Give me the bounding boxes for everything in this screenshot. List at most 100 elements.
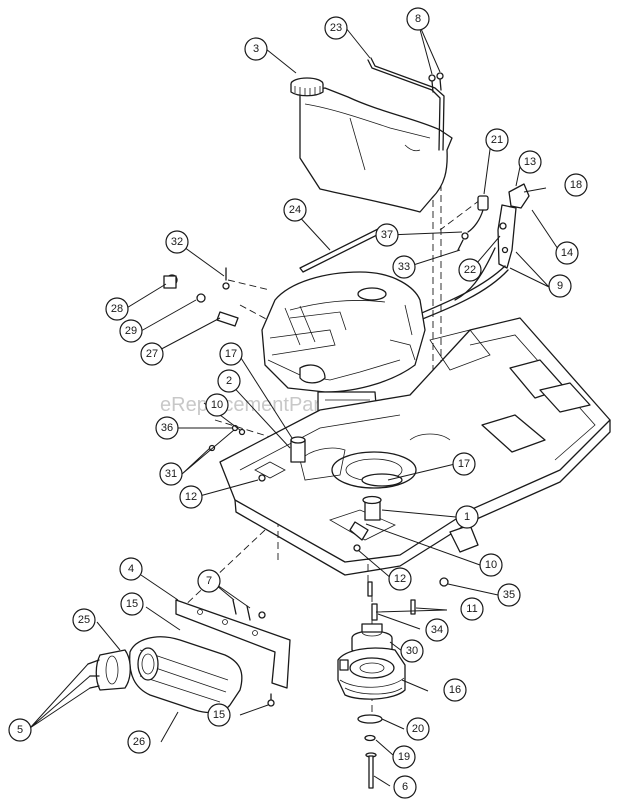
svg-text:14: 14 bbox=[561, 247, 573, 259]
svg-text:35: 35 bbox=[503, 589, 515, 601]
svg-text:5: 5 bbox=[17, 724, 23, 736]
callout: 18 bbox=[564, 173, 588, 197]
callout: 35 bbox=[497, 583, 521, 607]
muffler-screw bbox=[267, 693, 275, 707]
callout: 14 bbox=[555, 241, 579, 265]
svg-text:23: 23 bbox=[330, 22, 342, 34]
svg-text:21: 21 bbox=[491, 134, 503, 146]
svg-text:24: 24 bbox=[289, 204, 301, 216]
callout: 26 bbox=[127, 730, 151, 754]
svg-text:6: 6 bbox=[402, 781, 408, 793]
svg-text:27: 27 bbox=[146, 348, 158, 360]
svg-text:13: 13 bbox=[524, 156, 536, 168]
svg-text:3: 3 bbox=[253, 43, 259, 55]
callout: 8 bbox=[406, 7, 430, 31]
callout: 12 bbox=[388, 567, 412, 591]
svg-text:8: 8 bbox=[415, 13, 421, 25]
svg-text:33: 33 bbox=[398, 261, 410, 273]
svg-text:32: 32 bbox=[171, 236, 183, 248]
svg-text:7: 7 bbox=[206, 575, 212, 587]
svg-text:12: 12 bbox=[394, 573, 406, 585]
callout: 15 bbox=[120, 592, 144, 616]
callout: 22 bbox=[458, 258, 482, 282]
callout: 5 bbox=[8, 718, 32, 742]
svg-text:2: 2 bbox=[226, 375, 232, 387]
svg-text:30: 30 bbox=[406, 645, 418, 657]
spacers bbox=[290, 436, 403, 541]
callout: 36 bbox=[155, 416, 179, 440]
callout: 12 bbox=[179, 485, 203, 509]
svg-text:17: 17 bbox=[458, 458, 470, 470]
svg-text:37: 37 bbox=[381, 229, 393, 241]
svg-text:31: 31 bbox=[165, 468, 177, 480]
callout: 10 bbox=[205, 393, 229, 417]
callout: 25 bbox=[72, 608, 96, 632]
callout: 37 bbox=[375, 223, 399, 247]
callout: 33 bbox=[392, 255, 416, 279]
svg-text:18: 18 bbox=[570, 179, 582, 191]
callout: 17 bbox=[452, 452, 476, 476]
svg-text:15: 15 bbox=[213, 709, 225, 721]
svg-text:22: 22 bbox=[464, 264, 476, 276]
pto-clutch bbox=[337, 647, 406, 700]
svg-text:25: 25 bbox=[78, 614, 90, 626]
muffler-deflector bbox=[87, 649, 131, 691]
callout: 28 bbox=[105, 297, 129, 321]
callout: 3 bbox=[244, 37, 268, 61]
callout: 6 bbox=[393, 775, 417, 799]
muffler bbox=[129, 636, 243, 714]
svg-text:16: 16 bbox=[449, 684, 461, 696]
crankshaft-bolt bbox=[365, 752, 377, 789]
svg-text:34: 34 bbox=[431, 624, 443, 636]
svg-text:4: 4 bbox=[128, 563, 134, 575]
callout: 31 bbox=[159, 462, 183, 486]
callout: 30 bbox=[400, 639, 424, 663]
callout: 13 bbox=[518, 150, 542, 174]
clutch-washer bbox=[357, 714, 383, 742]
tank-strap bbox=[367, 57, 445, 151]
pulley-bolts bbox=[367, 577, 449, 621]
carb-parts bbox=[163, 267, 239, 327]
callout: 20 bbox=[406, 717, 430, 741]
svg-text:19: 19 bbox=[398, 751, 410, 763]
callout: 15 bbox=[207, 703, 231, 727]
svg-text:12: 12 bbox=[185, 491, 197, 503]
svg-text:10: 10 bbox=[211, 399, 223, 411]
fuel-cap bbox=[290, 77, 324, 97]
callout: 1 bbox=[455, 505, 479, 529]
svg-text:10: 10 bbox=[485, 559, 497, 571]
svg-text:36: 36 bbox=[161, 422, 173, 434]
callout: 34 bbox=[425, 618, 449, 642]
callout: 24 bbox=[283, 198, 307, 222]
callout: 9 bbox=[548, 274, 572, 298]
svg-text:11: 11 bbox=[466, 603, 477, 615]
callout: 23 bbox=[324, 16, 348, 40]
svg-text:17: 17 bbox=[225, 348, 237, 360]
callout: 16 bbox=[443, 678, 467, 702]
svg-text:9: 9 bbox=[557, 280, 563, 292]
callout: 7 bbox=[197, 569, 221, 593]
svg-text:29: 29 bbox=[125, 325, 137, 337]
callout: 21 bbox=[485, 128, 509, 152]
callout: 32 bbox=[165, 230, 189, 254]
fuel-tank bbox=[299, 87, 453, 213]
svg-text:26: 26 bbox=[133, 736, 145, 748]
callout: 4 bbox=[119, 557, 143, 581]
svg-text:20: 20 bbox=[412, 723, 424, 735]
callout: 29 bbox=[119, 319, 143, 343]
muffler-bracket bbox=[175, 599, 291, 689]
svg-text:28: 28 bbox=[111, 303, 123, 315]
callout: 10 bbox=[479, 553, 503, 577]
tank-bolts bbox=[428, 72, 444, 93]
engine bbox=[261, 271, 426, 393]
svg-text:15: 15 bbox=[126, 598, 138, 610]
svg-text:1: 1 bbox=[464, 511, 470, 523]
callout: 19 bbox=[392, 745, 416, 769]
callout: 27 bbox=[140, 342, 164, 366]
fuel-filter bbox=[457, 195, 489, 251]
throttle-lever bbox=[454, 183, 530, 301]
callout: 11 bbox=[460, 597, 484, 621]
callout: 17 bbox=[219, 342, 243, 366]
